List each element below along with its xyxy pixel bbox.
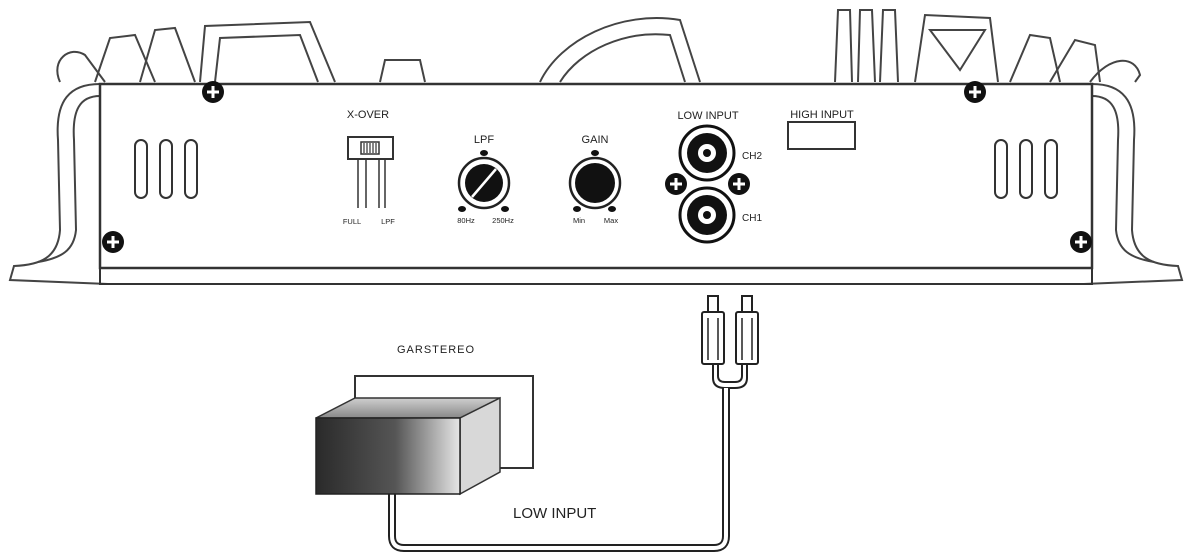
- xover-leader-lines: [357, 159, 386, 208]
- lpf-knob[interactable]: [457, 150, 511, 212]
- cable-low-input-label: LOW INPUT: [513, 505, 596, 522]
- right-vent-slots: [994, 139, 1058, 199]
- lpf-min-label: 80Hz: [457, 216, 475, 225]
- screw-icon: [102, 231, 124, 253]
- high-input-label: HIGH INPUT: [790, 109, 854, 121]
- high-input-connector[interactable]: [787, 121, 856, 150]
- ch1-label: CH1: [742, 213, 762, 224]
- ch2-label: CH2: [742, 151, 762, 162]
- car-stereo-head-unit: [315, 375, 534, 496]
- rca-cable-inner: [390, 388, 728, 550]
- gain-max-label: Max: [604, 216, 618, 225]
- gain-knob[interactable]: [568, 150, 622, 212]
- jack-mount-screw-icon: [665, 173, 687, 195]
- screw-icon: [964, 81, 986, 103]
- xover-full-label: FULL: [343, 217, 361, 226]
- left-side-extrusion: [8, 83, 109, 285]
- left-vent-slots: [134, 139, 198, 199]
- low-input-label: LOW INPUT: [677, 110, 738, 122]
- amplifier-base: [99, 268, 1093, 285]
- gain-min-label: Min: [573, 216, 585, 225]
- rca-jack-ch2[interactable]: [678, 124, 736, 182]
- xover-label: X-OVER: [347, 109, 389, 121]
- lpf-label: LPF: [474, 134, 494, 146]
- right-side-extrusion: [1083, 83, 1184, 285]
- lpf-max-label: 250Hz: [492, 216, 514, 225]
- head-unit-label: GARSTEREO: [397, 344, 475, 356]
- xover-switch[interactable]: [347, 136, 394, 160]
- rca-jack-ch1[interactable]: [678, 186, 736, 244]
- screw-icon: [1070, 231, 1092, 253]
- xover-lpf-label: LPF: [381, 217, 395, 226]
- jack-mount-screw-icon: [728, 173, 750, 195]
- screw-icon: [202, 81, 224, 103]
- heatsink-fins: [56, 9, 1142, 83]
- gain-label: GAIN: [582, 134, 609, 146]
- rca-plug-pair[interactable]: [701, 295, 759, 389]
